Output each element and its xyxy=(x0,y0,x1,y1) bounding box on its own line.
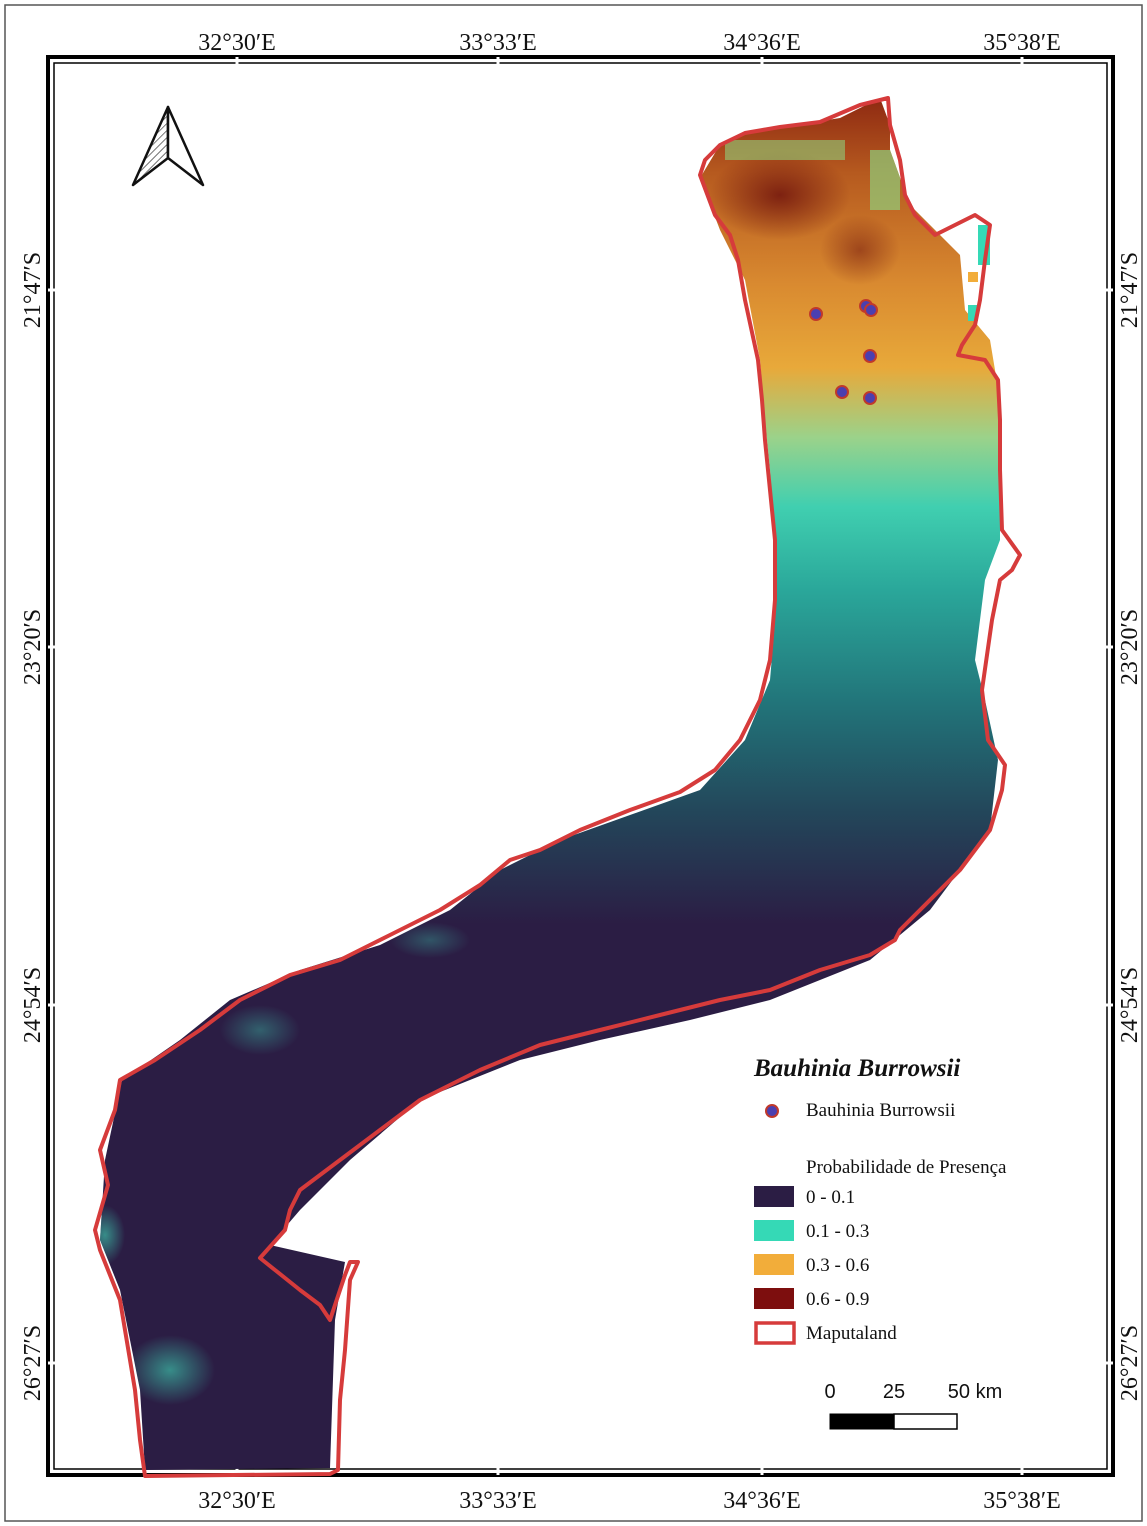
outer-frame xyxy=(4,4,1143,1522)
legend-class-label: 0.6 - 0.9 xyxy=(806,1289,869,1310)
lat-label: 21°47′S xyxy=(20,252,46,328)
occurrence-point xyxy=(835,385,849,399)
lon-label: 33°33′E xyxy=(459,1488,537,1514)
lat-label: 23°20′S xyxy=(20,609,46,685)
legend-swatch xyxy=(754,1254,794,1275)
map-grid-frame xyxy=(46,55,1115,1477)
north-arrow-icon xyxy=(131,105,205,187)
maputaland-boundary xyxy=(93,96,1022,1478)
lon-label: 32°30′E xyxy=(198,30,276,56)
probability-raster xyxy=(100,98,1000,1470)
lat-label: 23°20′S xyxy=(1117,609,1143,685)
lat-label: 26°27′S xyxy=(20,1325,46,1401)
longitude-labels-bottom: 32°30′E 33°33′E 34°36′E 35°38′E xyxy=(198,1488,1061,1514)
legend-occurrence-label: Bauhinia Burrowsii xyxy=(806,1100,955,1121)
legend-boundary-swatch xyxy=(754,1321,796,1345)
lat-label: 26°27′S xyxy=(1117,1325,1143,1401)
legend-swatch xyxy=(754,1186,794,1207)
longitude-labels-top: 32°30′E 33°33′E 34°36′E 35°38′E xyxy=(198,30,1061,56)
scale-segment-white xyxy=(893,1413,958,1430)
legend-class-label: 0 - 0.1 xyxy=(806,1187,855,1208)
lat-label: 24°54′S xyxy=(1117,967,1143,1043)
legend-swatch xyxy=(754,1220,794,1241)
lat-label: 24°54′S xyxy=(20,967,46,1043)
occurrence-points xyxy=(809,299,878,405)
lon-label: 35°38′E xyxy=(983,30,1061,56)
legend-probability-title: Probabilidade de Presença xyxy=(806,1157,1007,1178)
legend-class-label: 0.3 - 0.6 xyxy=(806,1255,869,1276)
occurrence-point xyxy=(864,303,878,317)
scale-bar: 0 25 50 km xyxy=(824,1381,1002,1430)
legend: Bauhinia Burrowsii Bauhinia Burrowsii Pr… xyxy=(753,1055,1007,1345)
raster-patch xyxy=(968,272,978,282)
lon-label: 33°33′E xyxy=(459,30,537,56)
scale-tick-label: 25 xyxy=(883,1381,905,1403)
lon-label: 32°30′E xyxy=(198,1488,276,1514)
lon-label: 35°38′E xyxy=(983,1488,1061,1514)
latitude-labels-left: 21°47′S 23°20′S 24°54′S 26°27′S xyxy=(20,252,46,1401)
legend-class-label: 0.1 - 0.3 xyxy=(806,1221,869,1242)
legend-title: Bauhinia Burrowsii xyxy=(753,1055,960,1082)
lat-label: 21°47′S xyxy=(1117,252,1143,328)
scale-tick-label: 50 km xyxy=(948,1381,1002,1403)
occurrence-symbol-icon xyxy=(765,1104,779,1118)
lon-label: 34°36′E xyxy=(723,30,801,56)
occurrence-point xyxy=(863,349,877,363)
lon-label: 34°36′E xyxy=(723,1488,801,1514)
legend-boundary-label: Maputaland xyxy=(806,1323,897,1344)
occurrence-point xyxy=(809,307,823,321)
legend-swatch xyxy=(754,1288,794,1309)
occurrence-point xyxy=(863,391,877,405)
scale-tick-label: 0 xyxy=(824,1381,835,1403)
scale-segment-black xyxy=(829,1413,895,1430)
raster-patch xyxy=(968,305,978,321)
latitude-labels-right: 21°47′S 23°20′S 24°54′S 26°27′S xyxy=(1117,252,1143,1401)
